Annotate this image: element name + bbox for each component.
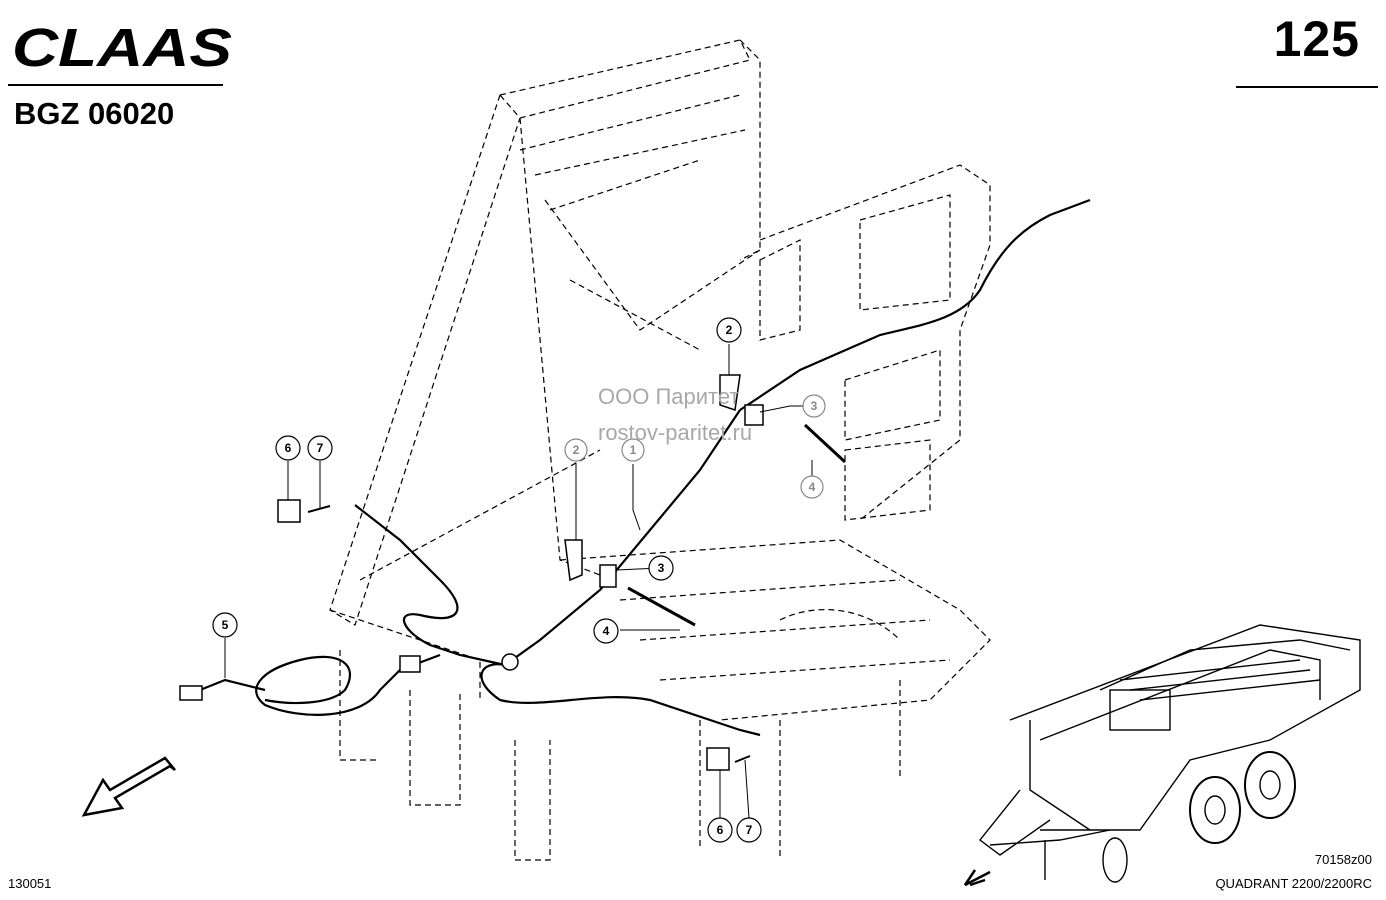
bracket-2b	[564, 539, 583, 582]
callout-6: 6	[717, 823, 724, 837]
cable-clip	[501, 653, 519, 671]
document-number: 130051	[8, 876, 52, 891]
cap-6a	[277, 499, 301, 523]
callout-1: 1	[630, 443, 637, 457]
screw-7	[307, 505, 751, 763]
watermark-line: rostov-paritet.ru	[598, 420, 753, 445]
plug-connector	[179, 685, 203, 701]
drawing-number: 70158z00	[1314, 852, 1372, 867]
model-name: QUADRANT 2200/2200RC	[1215, 876, 1372, 891]
callout-2: 2	[573, 443, 580, 457]
socket-connector	[399, 655, 421, 673]
direction-arrow-icon	[81, 756, 176, 817]
callout-3: 3	[658, 561, 665, 575]
claas-logo: CLAAS	[10, 18, 235, 78]
group-code: BGZ 06020	[14, 96, 175, 131]
header-rule	[1236, 86, 1378, 88]
callout-3: 3	[811, 399, 818, 413]
brand-text: CLAAS	[12, 18, 232, 74]
connectors	[179, 374, 847, 771]
page-number: 125	[1273, 11, 1360, 67]
clamp-3b	[599, 564, 617, 588]
callout-circles	[212, 317, 826, 843]
callout-7: 7	[746, 823, 753, 837]
header-rule	[8, 84, 223, 86]
callout-2: 2	[726, 323, 733, 337]
watermark-line: ООО Паритет	[598, 384, 740, 409]
callout-6: 6	[285, 441, 292, 455]
clamp-3a	[744, 404, 764, 426]
callout-labels: 2 2 1 3 3 4 4 5 6 7 6 7	[222, 323, 818, 837]
cables	[194, 198, 1091, 737]
callout-7: 7	[317, 441, 324, 455]
frame-outline	[329, 39, 991, 861]
baler-thumbnail	[963, 624, 1361, 887]
callout-4: 4	[603, 624, 610, 638]
leader-lines	[224, 344, 813, 819]
bolt-4	[627, 423, 847, 627]
bracket-2a	[719, 374, 741, 411]
callout-5: 5	[222, 618, 229, 632]
callout-4: 4	[809, 480, 816, 494]
cap-6b	[706, 747, 730, 771]
